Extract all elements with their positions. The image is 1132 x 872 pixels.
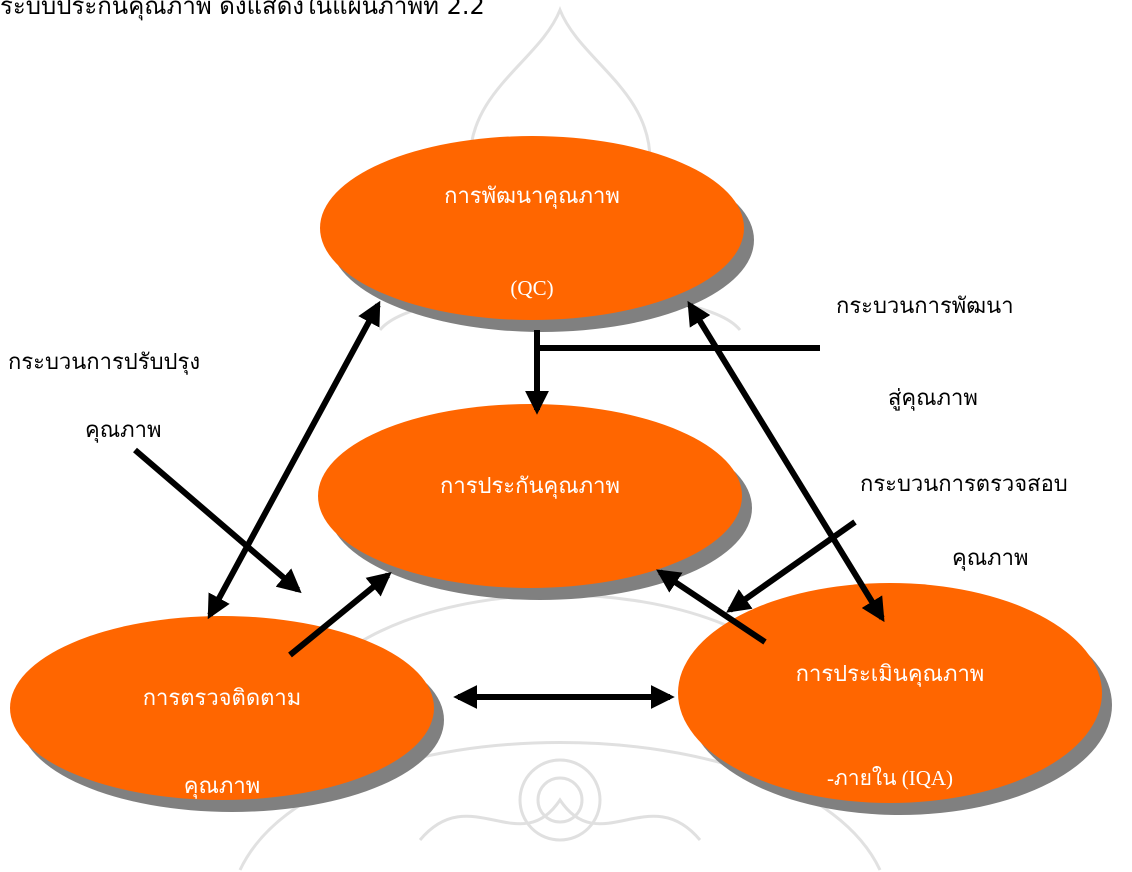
assessment-node-subtitle: -ภายใน (IQA) <box>826 766 954 790</box>
assessment-node <box>678 583 1102 803</box>
assurance-node-title: การประกันคุณภาพ <box>440 474 620 499</box>
improvement-process-arrow <box>133 447 302 594</box>
assessment-node-title: การประเมินคุณภาพ <box>795 662 985 687</box>
development-assessment-arrow <box>687 300 885 623</box>
development-monitoring-arrow <box>207 300 381 620</box>
monitoring-node <box>10 616 434 800</box>
improvement-process-label-2: คุณภาพ <box>85 418 162 443</box>
development-node-title: การพัฒนาคุณภาพ <box>444 184 620 209</box>
monitoring-to-assurance-arrow <box>288 571 392 658</box>
development-process-label-2: สู่คุณภาพ <box>888 386 978 411</box>
audit-process-label: กระบวนการตรวจสอบ <box>860 472 1068 497</box>
header-text: ระบบประกันคุณภาพ ดังแสดงในแผนภาพที่ 2.2 <box>0 0 485 20</box>
improvement-process-label: กระบวนการปรับปรุง <box>8 350 201 375</box>
development-node <box>320 136 744 320</box>
monitoring-node-subtitle: คุณภาพ <box>183 774 261 799</box>
audit-process-label-2: คุณภาพ <box>952 546 1029 571</box>
assessment-to-assurance-arrow <box>656 569 767 645</box>
development-process-label: กระบวนการพัฒนา <box>836 294 1014 319</box>
assurance-node <box>318 404 742 588</box>
development-node-abbr: (QC) <box>510 276 554 300</box>
audit-process-arrow <box>726 519 857 613</box>
monitoring-node-title: การตรวจติดตาม <box>142 686 302 711</box>
